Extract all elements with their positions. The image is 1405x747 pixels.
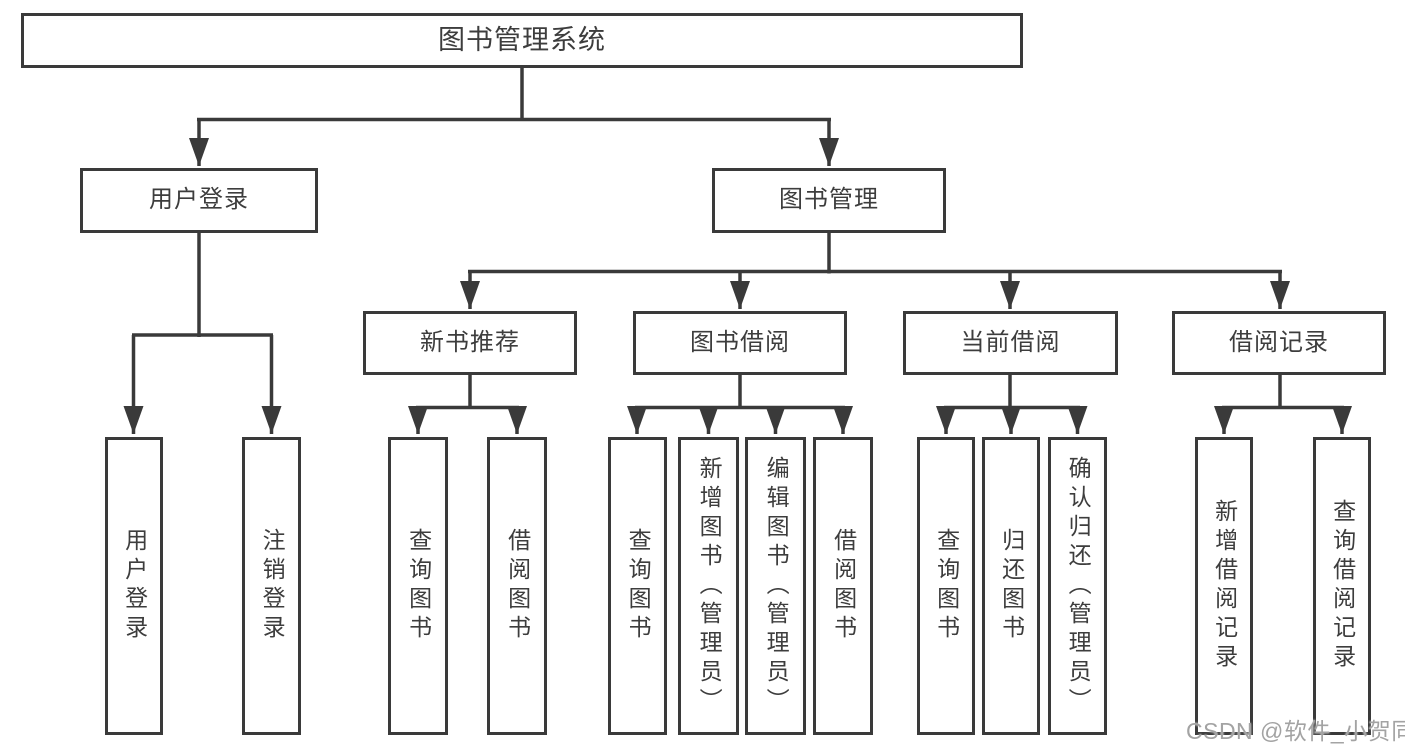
leaf-logout-login: 注销登录: [242, 437, 301, 735]
leaf-borrow-books-recommend: 借阅图书: [487, 437, 547, 735]
leaf-edit-books-admin-label: 编辑图书（管理员）: [763, 455, 790, 717]
leaf-query-borrow-record: 查询借阅记录: [1313, 437, 1371, 735]
connector-group: [123, 68, 1352, 434]
leaf-return-books-label: 归还图书: [998, 528, 1025, 644]
leaf-add-books-admin: 新增图书（管理员）: [678, 437, 739, 735]
leaf-query-books-current: 查询图书: [917, 437, 975, 735]
leaf-user-login: 用户登录: [105, 437, 163, 735]
node-book-management: 图书管理: [712, 168, 946, 233]
leaf-user-login-label: 用户登录: [121, 528, 148, 644]
node-borrowing-records: 借阅记录: [1172, 311, 1386, 375]
node-current-borrowing: 当前借阅: [903, 311, 1118, 375]
leaf-borrow-books-borrowing-label: 借阅图书: [830, 528, 857, 644]
leaf-query-borrow-record-label: 查询借阅记录: [1329, 499, 1356, 673]
leaf-add-books-admin-label: 新增图书（管理员）: [696, 455, 723, 717]
leaf-query-books-recommend: 查询图书: [388, 437, 448, 735]
leaf-logout-login-label: 注销登录: [259, 528, 286, 644]
node-user-login: 用户登录: [80, 168, 318, 233]
leaf-confirm-return-admin-label: 确认归还（管理员）: [1065, 455, 1092, 717]
leaf-query-books-borrowing-label: 查询图书: [625, 528, 652, 644]
leaf-query-books-recommend-label: 查询图书: [405, 528, 432, 644]
leaf-add-borrow-record-label: 新增借阅记录: [1211, 499, 1238, 673]
leaf-confirm-return-admin: 确认归还（管理员）: [1048, 437, 1107, 735]
node-book-borrowing: 图书借阅: [633, 311, 847, 375]
leaf-query-books-borrowing: 查询图书: [608, 437, 667, 735]
node-library-management-system: 图书管理系统: [21, 13, 1023, 68]
leaf-query-books-current-label: 查询图书: [933, 528, 960, 644]
leaf-borrow-books-recommend-label: 借阅图书: [504, 528, 531, 644]
csdn-watermark: CSDN @软件_小贺同学: [1186, 718, 1405, 744]
leaf-return-books: 归还图书: [982, 437, 1040, 735]
leaf-add-borrow-record: 新增借阅记录: [1195, 437, 1253, 735]
leaf-edit-books-admin: 编辑图书（管理员）: [745, 437, 806, 735]
leaf-borrow-books-borrowing: 借阅图书: [813, 437, 873, 735]
node-new-book-recommend: 新书推荐: [363, 311, 577, 375]
